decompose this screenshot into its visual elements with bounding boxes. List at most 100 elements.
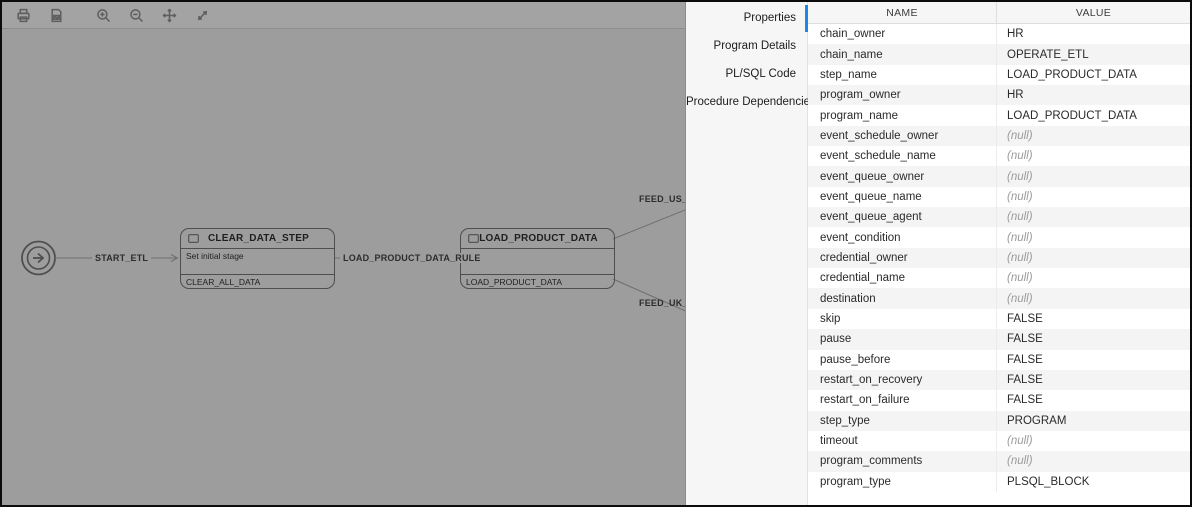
table-row[interactable]: program_comments (null) [808, 451, 1190, 472]
step-icon [468, 234, 479, 243]
fit-to-window-icon[interactable] [193, 6, 211, 24]
table-row[interactable]: event_queue_name(null) [808, 186, 1190, 208]
property-name: chain_owner [820, 28, 886, 41]
node-title: CLEAR_DATA_STEP [208, 233, 309, 244]
table-row[interactable]: pause FALSE [808, 329, 1190, 350]
node-title-bar: LOAD_PRODUCT_DATA [461, 229, 614, 249]
node-title: LOAD_PRODUCT_DATA [479, 233, 598, 244]
node-description [461, 249, 614, 275]
property-name: event_condition [820, 231, 901, 244]
property-value: (null) [996, 125, 1190, 147]
diagram-toolbar [2, 2, 685, 29]
node-description: Set initial stage [181, 249, 334, 275]
property-value: LOAD_PRODUCT_DATA [996, 105, 1190, 126]
property-name: restart_on_failure [820, 394, 910, 407]
property-name: destination [820, 292, 876, 305]
table-row[interactable]: event_condition (null) [808, 227, 1190, 248]
node-program: LOAD_PRODUCT_DATA [466, 276, 563, 287]
property-value: PLSQL_BLOCK [996, 471, 1190, 492]
property-value: HR [996, 85, 1190, 106]
column-header-name[interactable]: NAME [886, 6, 918, 19]
property-value: (null) [996, 451, 1190, 472]
column-header-value[interactable]: VALUE [996, 2, 1190, 23]
property-name: pause [820, 333, 852, 346]
table-row[interactable]: timeout(null) [808, 430, 1190, 452]
property-value: (null) [996, 207, 1190, 228]
property-value: HR [996, 24, 1190, 45]
property-value: (null) [996, 430, 1190, 452]
property-name: program_comments [820, 455, 923, 468]
table-row[interactable]: restart_on_recovery FALSE [808, 369, 1190, 391]
node-clear-data-step[interactable]: CLEAR_DATA_STEP Set initial stage CLEAR_… [180, 228, 335, 289]
property-name: skip [820, 312, 841, 325]
table-row[interactable]: event_schedule_name (null) [808, 146, 1190, 167]
step-icon [188, 234, 199, 243]
tab-properties[interactable]: Properties [686, 4, 808, 32]
property-name: program_name [820, 109, 898, 122]
tab-procedure-dependencies[interactable]: Procedure Dependencies [686, 96, 816, 108]
property-value: LOAD_PRODUCT_DATA [996, 64, 1190, 86]
table-row[interactable]: program_name LOAD_PRODUCT_DATA [808, 105, 1190, 126]
property-value: (null) [996, 288, 1190, 309]
tab-pl-sql-code[interactable]: PL/SQL Code [725, 68, 796, 80]
property-value: (null) [996, 227, 1190, 248]
property-name: chain_name [820, 48, 883, 61]
property-value: FALSE [996, 349, 1190, 370]
table-row[interactable]: event_queue_owner (null) [808, 166, 1190, 187]
property-value: FALSE [996, 390, 1190, 411]
property-value: (null) [996, 146, 1190, 167]
property-value: OPERATE_ETL [996, 44, 1190, 65]
property-name: credential_owner [820, 251, 908, 264]
property-value: PROGRAM [996, 410, 1190, 431]
edge-label-feed-uk-data: FEED_UK_DAT [639, 298, 686, 308]
property-name: pause_before [820, 353, 891, 366]
edge-label-feed-us-data: FEED_US_DAT [639, 194, 686, 204]
property-value: (null) [996, 268, 1190, 289]
table-row[interactable]: program_owner HR [808, 85, 1190, 106]
property-value: FALSE [996, 329, 1190, 350]
node-program: CLEAR_ALL_DATA [186, 276, 261, 287]
property-value: FALSE [996, 308, 1190, 330]
edge-label-load-product-data-rule: LOAD_PRODUCT_DATA_RULE [340, 253, 484, 263]
export-diagram-image-icon[interactable] [47, 6, 65, 24]
property-name: credential_name [820, 272, 906, 285]
table-row[interactable]: event_schedule_owner (null) [808, 125, 1190, 147]
zoom-out-icon[interactable] [127, 6, 145, 24]
property-value: (null) [996, 186, 1190, 208]
print-icon[interactable] [14, 6, 32, 24]
property-name: event_queue_agent [820, 211, 922, 224]
property-name: event_schedule_owner [820, 129, 939, 142]
property-value: (null) [996, 166, 1190, 187]
property-name: event_queue_owner [820, 170, 925, 183]
table-row[interactable]: restart_on_failure FALSE [808, 390, 1190, 411]
table-row[interactable]: credential_owner (null) [808, 247, 1190, 269]
property-value: FALSE [996, 369, 1190, 391]
property-name: event_schedule_name [820, 150, 936, 163]
diagram-canvas[interactable]: CLEAR_DATA_STEP Set initial stage CLEAR_… [2, 2, 686, 505]
table-row[interactable]: pause_before FALSE [808, 349, 1190, 370]
start-node[interactable] [20, 240, 57, 277]
edge-label-start-etl: START_ETL [92, 253, 152, 263]
property-name: restart_on_recovery [820, 374, 923, 387]
table-header: NAME VALUE [808, 2, 1190, 24]
table-row[interactable]: destination (null) [808, 288, 1190, 309]
tab-program-details[interactable]: Program Details [713, 40, 796, 52]
table-row[interactable]: event_queue_agent (null) [808, 207, 1190, 228]
table-row[interactable]: chain_name OPERATE_ETL [808, 44, 1190, 65]
property-name: program_owner [820, 89, 901, 102]
table-row[interactable]: program_type PLSQL_BLOCK [808, 471, 1190, 492]
table-row[interactable]: credential_name (null) [808, 268, 1190, 289]
node-title-bar: CLEAR_DATA_STEP [181, 229, 334, 249]
zoom-in-icon[interactable] [94, 6, 112, 24]
table-row[interactable]: chain_owner HR [808, 24, 1190, 45]
table-row[interactable]: skip FALSE [808, 308, 1190, 330]
property-value: (null) [996, 247, 1190, 269]
pan-icon[interactable] [160, 6, 178, 24]
property-name: program_type [820, 475, 891, 488]
